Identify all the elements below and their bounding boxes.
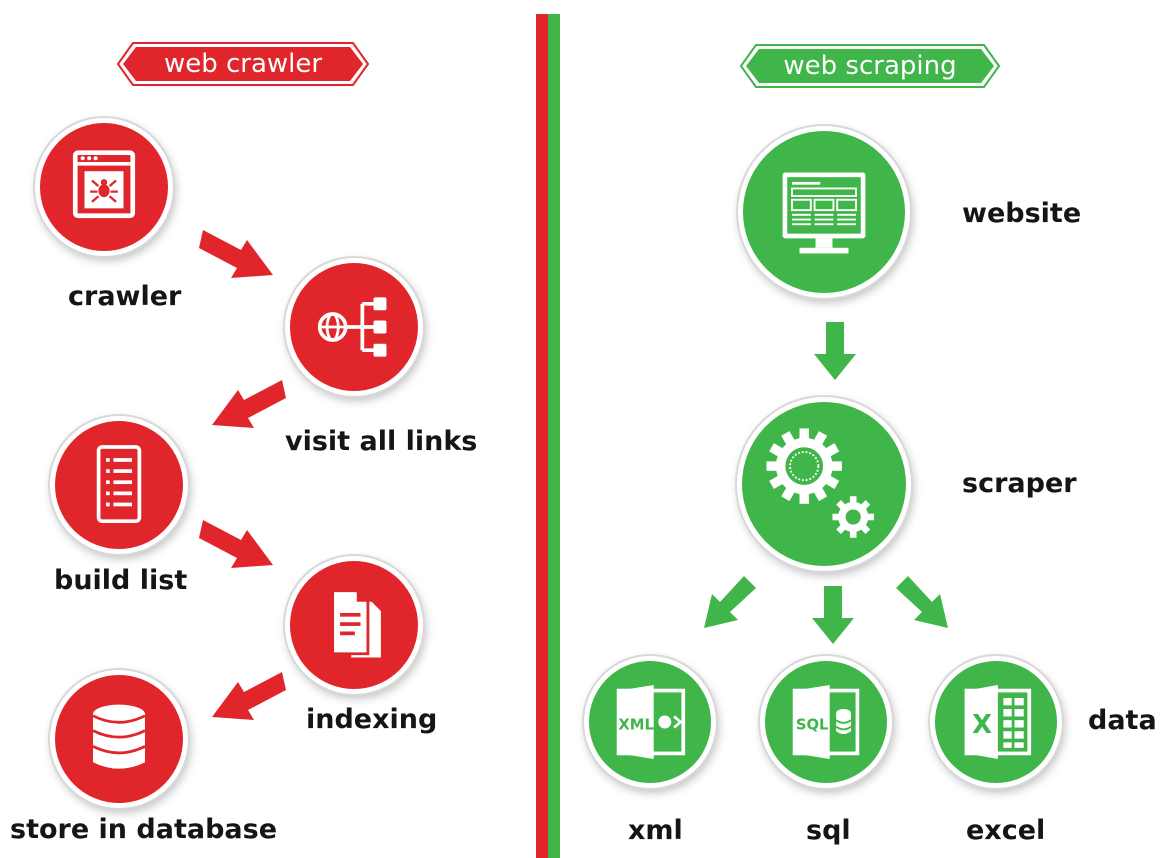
excel-node: X	[930, 656, 1062, 788]
scraper-label: scraper	[962, 468, 1077, 499]
web-crawler-banner: web crawler	[117, 42, 369, 86]
sql-label: sql	[806, 815, 851, 846]
arrow-down-icon	[812, 586, 854, 644]
list-document-icon	[96, 445, 142, 524]
database-icon	[92, 704, 146, 769]
arrow-left-down-icon	[704, 576, 756, 628]
store-database-node	[50, 670, 188, 808]
website-node	[738, 126, 910, 298]
build-list-node	[50, 416, 188, 554]
excel-file-icon: X	[964, 685, 1032, 759]
arrow-right-down-icon	[199, 520, 273, 568]
excel-icon-text: X	[972, 710, 992, 740]
sql-file-icon: SQL	[792, 685, 860, 759]
data-label: data	[1088, 705, 1157, 736]
center-divider	[536, 14, 560, 858]
web-scraping-banner: web scraping	[740, 44, 1000, 88]
crawler-icon	[72, 150, 136, 219]
web-crawler-banner-label: web crawler	[163, 49, 323, 79]
xml-node: XML	[584, 656, 716, 788]
store-database-label: store in database	[10, 814, 278, 845]
divider-green-stripe	[548, 14, 560, 858]
sql-node: SQL	[760, 656, 892, 788]
web-scraping-banner-label: web scraping	[783, 51, 957, 81]
crawler-node	[35, 118, 173, 256]
xml-label: xml	[628, 815, 683, 846]
documents-icon	[331, 589, 381, 658]
scraper-node	[737, 397, 911, 571]
xml-file-icon: XML	[616, 685, 686, 759]
website-label: website	[962, 198, 1082, 229]
gears-icon	[766, 428, 874, 538]
indexing-node	[285, 556, 423, 694]
arrow-left-down-icon	[212, 672, 286, 720]
build-list-label: build list	[54, 565, 188, 596]
arrow-right-down-icon	[896, 576, 948, 628]
arrow-right-down-icon	[199, 230, 273, 278]
arrow-down-icon	[814, 322, 856, 380]
divider-red-stripe	[536, 14, 548, 858]
sql-icon-text: SQL	[796, 716, 829, 733]
monitor-icon	[782, 172, 866, 254]
indexing-label: indexing	[306, 704, 438, 735]
crawler-label: crawler	[68, 281, 182, 312]
excel-label: excel	[966, 815, 1046, 846]
arrow-left-down-icon	[212, 380, 286, 428]
network-globe-icon	[317, 297, 387, 357]
visit-links-label: visit all links	[285, 426, 478, 457]
xml-icon-text: XML	[618, 716, 654, 733]
visit-links-node	[285, 258, 423, 396]
